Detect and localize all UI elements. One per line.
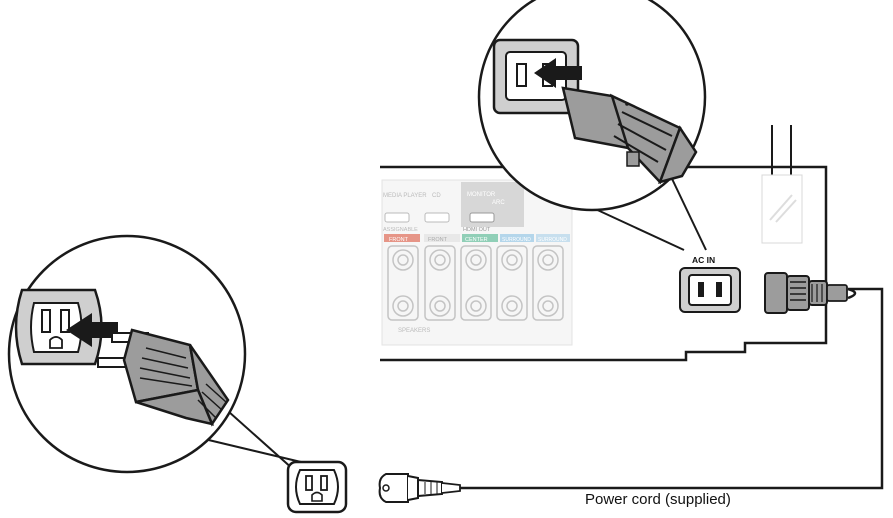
- iec-plug-inserted: [764, 272, 848, 314]
- receiver-rear-panel: MEDIA PLAYER CD MONITOR ARC ASSIGNABLE H…: [380, 125, 848, 362]
- panel-label-hdmi-out: HDMI OUT: [463, 227, 491, 233]
- panel-label-surround-1: SURROUND: [502, 237, 531, 243]
- panel-label-media-player: MEDIA PLAYER: [383, 193, 427, 199]
- panel-label-front-2: FRONT: [428, 237, 448, 243]
- insert-arrow-icon: [534, 58, 582, 88]
- panel-label-arc: ARC: [492, 200, 505, 206]
- power-cord: [378, 287, 884, 503]
- speaker-terminals: [387, 245, 564, 321]
- panel-label-surround-2: SURROUND: [538, 237, 567, 243]
- insert-arrow-icon: [66, 313, 118, 347]
- ac-inlet-callout: [477, 0, 707, 251]
- panel-label-front-1: FRONT: [389, 237, 409, 243]
- wall-outlet: [286, 460, 348, 514]
- wall-outlet-callout: [7, 234, 304, 479]
- power-cord-caption: Power cord (supplied): [585, 491, 731, 508]
- panel-label-monitor: MONITOR: [467, 192, 496, 198]
- ac-in-label: AC IN: [692, 255, 715, 265]
- panel-label-assignable: ASSIGNABLE: [383, 227, 418, 233]
- panel-label-speakers: SPEAKERS: [398, 328, 430, 334]
- panel-label-cd: CD: [432, 193, 441, 199]
- panel-label-center: CENTER: [465, 237, 488, 243]
